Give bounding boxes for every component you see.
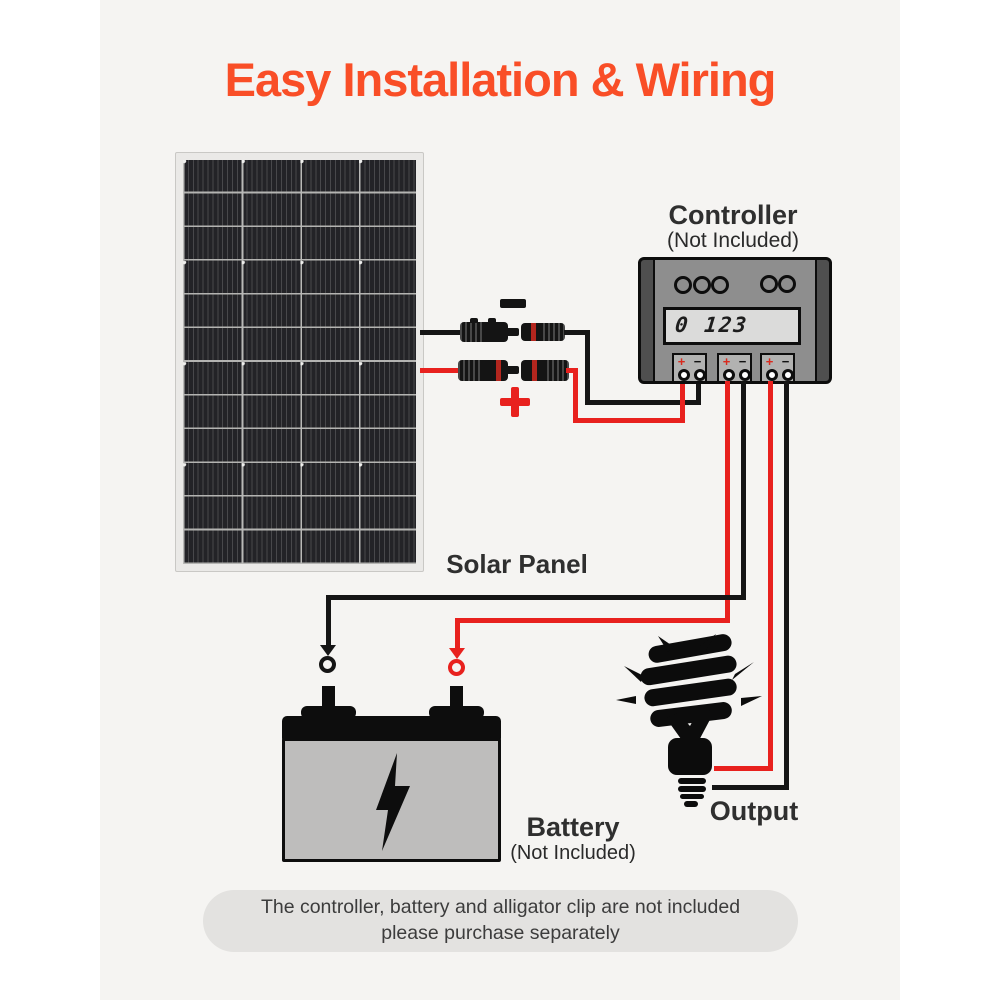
lcd-reading: 0 123 xyxy=(673,313,750,337)
controller-label: Controller xyxy=(668,200,798,230)
battery-label: Battery xyxy=(526,812,620,842)
terminal-hole xyxy=(739,369,751,381)
indicator-circle xyxy=(778,275,796,293)
arrowhead-icon xyxy=(449,648,465,659)
ring-terminal-icon xyxy=(448,659,465,676)
mc4-red-band xyxy=(496,360,501,381)
battery-terminal-post xyxy=(450,686,463,712)
wire-segment xyxy=(566,368,578,373)
terminal-hole xyxy=(723,369,735,381)
wire-segment xyxy=(573,368,578,423)
mc4-connector-icon xyxy=(460,322,508,342)
battery-terminal-base xyxy=(429,706,484,719)
indicator-circle xyxy=(711,276,729,294)
lcd-display: 0 123 xyxy=(663,307,801,345)
arrowhead-icon xyxy=(320,645,336,656)
wire-segment xyxy=(696,373,701,405)
output-label: Output xyxy=(709,796,799,826)
plus-label: + xyxy=(765,354,774,369)
battery-sublabel: (Not Included) xyxy=(510,842,636,864)
plus-label: + xyxy=(677,354,686,369)
mc4-clip-tab xyxy=(470,318,478,323)
mc4-red-band xyxy=(532,360,537,381)
controller-sublabel: (Not Included) xyxy=(667,229,799,252)
wire-segment xyxy=(326,595,331,646)
solar-panel-label: Solar Panel xyxy=(446,549,588,579)
negative-polarity-icon xyxy=(500,299,526,308)
ring-terminal-icon xyxy=(319,656,336,673)
terminal-hole xyxy=(678,369,690,381)
battery-terminal-base xyxy=(301,706,356,719)
indicator-circle xyxy=(760,275,778,293)
wire-segment xyxy=(420,330,464,335)
plus-label: + xyxy=(722,354,731,369)
terminal-block-load: + − xyxy=(760,353,795,383)
wire-segment xyxy=(455,618,460,651)
wire-segment xyxy=(741,381,746,600)
wire-segment xyxy=(585,400,701,405)
indicator-circle xyxy=(693,276,711,294)
note-line-2: please purchase separately xyxy=(381,922,620,944)
wire-segment xyxy=(326,595,746,600)
controller-illustration: 0 123 + − + − + − xyxy=(638,257,832,384)
minus-label: − xyxy=(738,354,747,369)
terminal-hole xyxy=(782,369,794,381)
terminal-block-solar: + − xyxy=(672,353,707,383)
wire-segment xyxy=(455,618,730,623)
battery-terminal-post xyxy=(322,686,335,712)
wire-segment xyxy=(768,381,773,771)
lightning-bolt-icon xyxy=(376,753,410,851)
wire-segment xyxy=(714,766,773,771)
wire-segment xyxy=(420,368,464,373)
indicator-circle xyxy=(674,276,692,294)
battery-illustration xyxy=(282,738,501,862)
minus-label: − xyxy=(781,354,790,369)
terminal-hole xyxy=(694,369,706,381)
minus-label: − xyxy=(693,354,702,369)
disclaimer-note: The controller, battery and alligator cl… xyxy=(203,890,798,952)
wire-segment xyxy=(680,376,685,423)
mc4-connector-icon xyxy=(521,360,569,381)
wire-segment xyxy=(784,381,789,790)
wire-segment xyxy=(573,418,685,423)
solar-panel-cells xyxy=(183,160,416,564)
wire-segment xyxy=(725,381,730,623)
mc4-pin xyxy=(506,366,519,374)
page-title: Easy Installation & Wiring xyxy=(224,53,777,106)
mc4-clip-tab xyxy=(488,318,496,323)
positive-polarity-icon xyxy=(500,387,530,417)
wire-segment xyxy=(564,330,590,335)
note-line-1: The controller, battery and alligator cl… xyxy=(260,896,741,919)
battery-top xyxy=(282,716,501,740)
mc4-connector-icon xyxy=(458,360,508,381)
terminal-block-battery: + − xyxy=(717,353,752,383)
solar-panel-illustration xyxy=(175,152,424,572)
wire-segment xyxy=(712,785,789,790)
mc4-connector-icon xyxy=(521,323,565,341)
mc4-pin xyxy=(506,328,519,336)
terminal-hole xyxy=(766,369,778,381)
light-bulb-icon xyxy=(616,634,762,807)
mc4-red-band xyxy=(531,323,536,341)
wire-segment xyxy=(585,330,590,405)
